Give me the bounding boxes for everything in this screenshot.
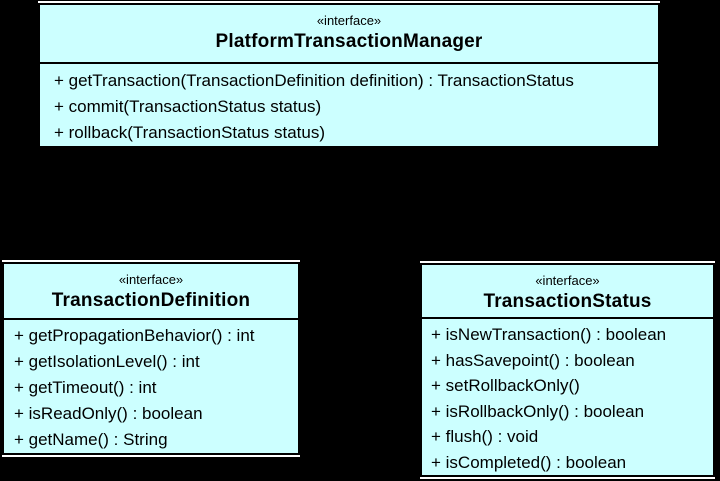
- method-line: + isRollbackOnly() : boolean: [431, 401, 645, 421]
- class-stereotype: «interface»: [535, 273, 600, 288]
- class-name: TransactionDefinition: [51, 290, 251, 311]
- methods-compartment: + getTransaction(TransactionDefinition d…: [40, 64, 658, 146]
- method-line: + getName() : String: [14, 430, 168, 449]
- method-line: + commit(TransactionStatus status): [54, 97, 322, 116]
- method-line: + isNewTransaction() : boolean: [431, 325, 667, 344]
- method-line: + setRollbackOnly(): [431, 376, 580, 395]
- class-header: «interface» TransactionStatus: [422, 265, 713, 319]
- uml-class-transaction-definition: «interface» TransactionDefinition + getP…: [2, 262, 300, 455]
- methods-compartment: + isNewTransaction() : boolean + hasSavep…: [422, 319, 713, 475]
- class-header: «interface» TransactionDefinition: [4, 264, 298, 320]
- method-line: + getIsolationLevel() : int: [14, 352, 200, 371]
- method-line: + isCompleted() : boolean: [431, 452, 627, 472]
- class-stereotype: «interface»: [316, 13, 382, 28]
- class-header: «interface» PlatformTransactionManager: [40, 5, 658, 64]
- method-line: + hasSavepoint() : boolean: [431, 350, 635, 370]
- method-line: + isReadOnly() : boolean: [14, 404, 203, 423]
- method-line: + rollback(TransactionStatus status): [54, 123, 326, 142]
- methods-compartment: + getPropagationBehavior() : int + getIso…: [4, 320, 298, 453]
- method-line: + getTransaction(TransactionDefinition d…: [54, 71, 574, 90]
- class-name: TransactionStatus: [483, 291, 652, 312]
- uml-class-transaction-status: «interface» TransactionStatus + isNewTra…: [420, 263, 715, 477]
- class-stereotype: «interface»: [118, 272, 184, 287]
- uml-class-platform-transaction-manager: «interface» PlatformTransactionManager +…: [38, 3, 660, 148]
- method-line: + flush() : void: [431, 427, 539, 446]
- method-line: + getPropagationBehavior() : int: [14, 326, 255, 345]
- method-line: + getTimeout() : int: [14, 378, 157, 397]
- class-name: PlatformTransactionManager: [215, 31, 483, 52]
